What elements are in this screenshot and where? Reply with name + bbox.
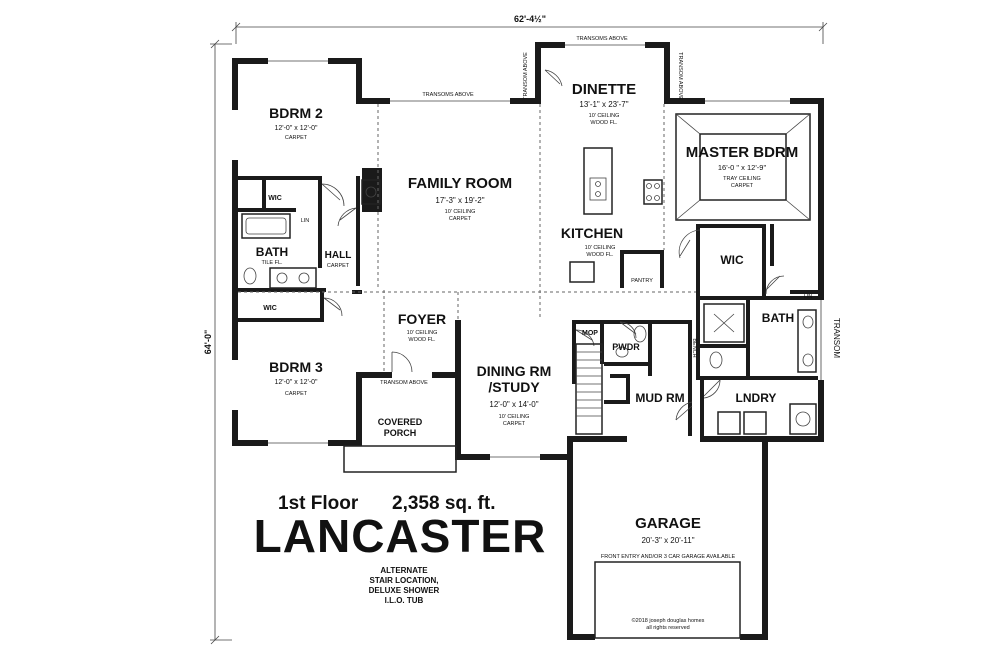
fixtures: [241, 113, 817, 639]
alternate-line: I.L.O. TUB: [385, 596, 424, 605]
room-family: FAMILY ROOM 17'-3" x 19'-2" 10' CEILING …: [408, 175, 512, 222]
room-size: 12'-0" x 12'-0": [274, 125, 318, 132]
interior-walls: [238, 168, 818, 438]
room-kitchen: KITCHEN 10' CEILING WOOD FL.: [561, 225, 623, 258]
room-ceiling: 10' CEILING: [407, 330, 438, 336]
room-ceiling: TRAY CEILING: [723, 176, 761, 182]
room-finish: WOOD FL.: [408, 337, 436, 343]
transom-above-note: TRANSOM ABOVE: [677, 52, 683, 100]
copyright-line2: all rights reserved: [646, 625, 689, 631]
room-name: FAMILY ROOM: [408, 175, 512, 192]
room-finish: TILE FL.: [261, 260, 283, 266]
stair: [575, 343, 603, 435]
lin-label: LIN: [301, 218, 310, 224]
transom-above-note: TRANSOM ABOVE: [523, 52, 529, 100]
transoms-above-note: TRANSOMS ABOVE: [576, 36, 628, 42]
room-size: 13'-1" x 23'-7": [579, 100, 628, 109]
alternate-line: STAIR LOCATION,: [369, 576, 438, 585]
room-master: MASTER BDRM 16'-0 " x 12'-9" TRAY CEILIN…: [686, 144, 799, 189]
room-hall: HALL CARPET: [325, 250, 352, 269]
lin-label: LIN: [804, 294, 813, 300]
room-size: 12'-0" x 12'-0": [274, 379, 318, 386]
room-name-line1: COVERED: [378, 417, 423, 427]
overall-dimensions: 62'-4½" 64'-0": [203, 14, 828, 645]
room-name-line2: PORCH: [384, 428, 417, 438]
room-foyer: FOYER 10' CEILING WOOD FL.: [398, 311, 446, 343]
room-name: BATH: [256, 245, 288, 259]
room-finish: CARPET: [285, 391, 308, 397]
floor-label: 1st Floor: [278, 493, 359, 514]
garage-note: FRONT ENTRY AND/OR 3 CAR GARAGE AVAILABL…: [601, 554, 736, 560]
alternate-line: DELUXE SHOWER: [369, 586, 440, 595]
room-finish: CARPET: [449, 216, 472, 222]
open-boundaries: [238, 104, 696, 372]
pwdr-label: PWDR: [612, 342, 640, 352]
room-size: 17'-3" x 19'-2": [435, 196, 484, 205]
room-name: DINETTE: [572, 81, 636, 98]
room-name-line1: DINING RM: [477, 363, 552, 379]
wic-label: WIC: [720, 253, 744, 267]
room-name: BDRM 3: [269, 359, 323, 375]
bench-label: BENCH: [691, 338, 697, 357]
room-bath-a: BATH TILE FL.: [256, 245, 288, 266]
room-ceiling: 10' CEILING: [445, 209, 476, 215]
alternate-line: ALTERNATE: [380, 566, 428, 575]
room-name: FOYER: [398, 311, 446, 327]
room-size: 20'-3" x 20'-11": [641, 536, 694, 545]
room-name: KITCHEN: [561, 225, 623, 241]
room-bdrm2: BDRM 2 12'-0" x 12'-0" CARPET: [269, 105, 323, 141]
room-name: BDRM 2: [269, 105, 323, 121]
room-ceiling: 10' CEILING: [589, 113, 620, 119]
mop-label: MOP: [582, 330, 598, 337]
copyright-line1: ©2018 joseph douglas homes: [632, 617, 705, 624]
room-name: GARAGE: [635, 515, 701, 532]
plan-name: LANCASTER: [254, 510, 547, 562]
room-garage: GARAGE 20'-3" x 20'-11" FRONT ENTRY AND/…: [601, 515, 736, 631]
room-size: 16'-0 " x 12'-9": [718, 163, 767, 172]
transoms-above-note: TRANSOMS ABOVE: [422, 92, 474, 98]
overall-depth-label: 64'-0": [203, 330, 213, 354]
room-bdrm3: BDRM 3 12'-0" x 12'-0" CARPET: [269, 359, 323, 397]
overall-width-label: 62'-4½": [514, 14, 546, 24]
room-ceiling: 10' CEILING: [499, 414, 530, 420]
pantry-label: PANTRY: [631, 278, 653, 284]
room-finish: CARPET: [503, 421, 526, 427]
lndry-label: LNDRY: [736, 391, 777, 405]
transom-above-note: TRANSOM ABOVE: [380, 380, 428, 386]
mudrm-label: MUD RM: [635, 391, 684, 405]
room-dinette: DINETTE 13'-1" x 23'-7" 10' CEILING WOOD…: [572, 81, 636, 126]
room-finish: CARPET: [285, 135, 308, 141]
windows: [232, 42, 824, 460]
room-name: HALL: [325, 250, 352, 261]
room-finish: WOOD FL.: [586, 252, 614, 258]
room-finish: CARPET: [327, 263, 350, 269]
room-ceiling: 10' CEILING: [585, 245, 616, 251]
room-dining: DINING RM /STUDY 12'-0" x 14'-0" 10' CEI…: [477, 363, 552, 427]
title-block: 1st Floor 2,358 sq. ft. LANCASTER ALTERN…: [254, 493, 547, 605]
transom-note: TRANSOM: [832, 318, 841, 358]
room-finish: CARPET: [731, 183, 754, 189]
wic-label: WIC: [268, 195, 282, 202]
bath-label: BATH: [762, 311, 794, 325]
area-label: 2,358 sq. ft.: [392, 493, 496, 514]
wic-label: WIC: [263, 305, 277, 312]
room-size: 12'-0" x 14'-0": [489, 400, 538, 409]
room-name-line2: /STUDY: [488, 379, 540, 395]
transom-notes: TRANSOMS ABOVE TRANSOMS ABOVE TRANSOM AB…: [380, 36, 841, 386]
room-name: MASTER BDRM: [686, 144, 799, 161]
room-porch: COVERED PORCH: [378, 417, 423, 438]
room-finish: WOOD FL.: [590, 120, 618, 126]
